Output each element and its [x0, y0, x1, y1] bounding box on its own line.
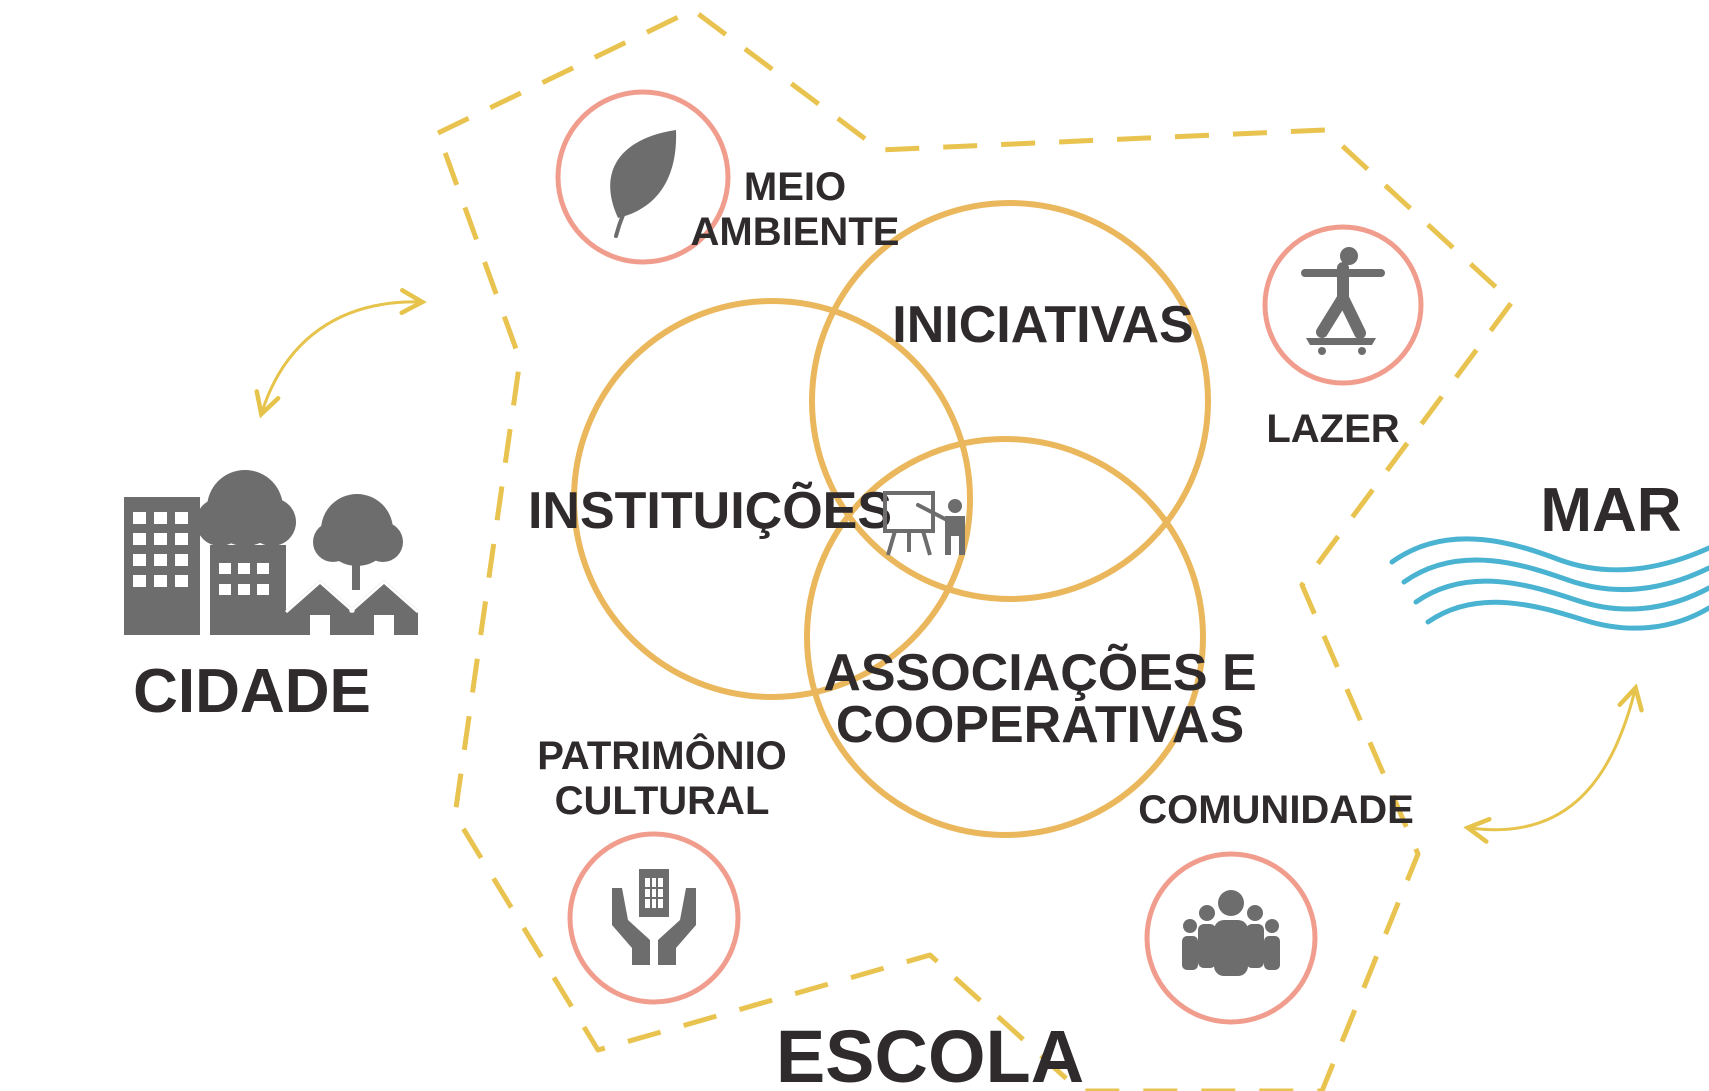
hands-building-icon [612, 869, 696, 965]
venn-label-cooperativas: COOPERATIVAS [836, 696, 1244, 754]
patrimonio-label-1: PATRIMÔNIO [537, 732, 787, 778]
teacher-board-icon [883, 491, 965, 556]
theme-meio-ambiente: MEIO AMBIENTE [555, 89, 900, 265]
city-icon [124, 470, 419, 635]
venn-label-iniciativas: INICIATIVAS [892, 296, 1193, 354]
people-group-icon [1182, 890, 1280, 976]
venn-circle-associacoes [804, 436, 1206, 838]
arrow-escola-mar [1470, 690, 1635, 830]
outside-cidade: CIDADE [124, 470, 419, 726]
cidade-label: CIDADE [133, 657, 371, 726]
waves-icon [1389, 536, 1709, 631]
theme-lazer: LAZER [1262, 224, 1424, 451]
venn-label-instituicoes: INSTITUIÇÕES [528, 481, 892, 540]
theme-comunidade: COMUNIDADE [1138, 788, 1414, 1025]
outside-mar: MAR [1389, 476, 1709, 631]
comunidade-label: COMUNIDADE [1138, 788, 1414, 832]
venn-diagram: INSTITUIÇÕES INICIATIVAS ASSOCIAÇÕES E C… [528, 200, 1257, 838]
venn-label-associacoes: ASSOCIAÇÕES E [823, 643, 1256, 702]
patrimonio-label-2: CULTURAL [555, 779, 770, 823]
arrow-cidade-escola [262, 302, 420, 412]
escola-boundary [435, 7, 1515, 1091]
escola-label: ESCOLA [776, 1015, 1084, 1091]
meio-ambiente-label-1: MEIO [744, 165, 846, 209]
patrimonio-ring [567, 831, 741, 1005]
leaf-icon [610, 130, 677, 238]
venn-circle-iniciativas [809, 200, 1211, 602]
lazer-label: LAZER [1266, 407, 1399, 451]
theme-patrimonio-cultural: PATRIMÔNIO CULTURAL [537, 732, 787, 1005]
mar-label: MAR [1540, 476, 1681, 545]
venn-circle-instituicoes [571, 298, 973, 700]
meio-ambiente-label-2: AMBIENTE [691, 210, 900, 254]
skateboarder-icon [1301, 247, 1385, 355]
